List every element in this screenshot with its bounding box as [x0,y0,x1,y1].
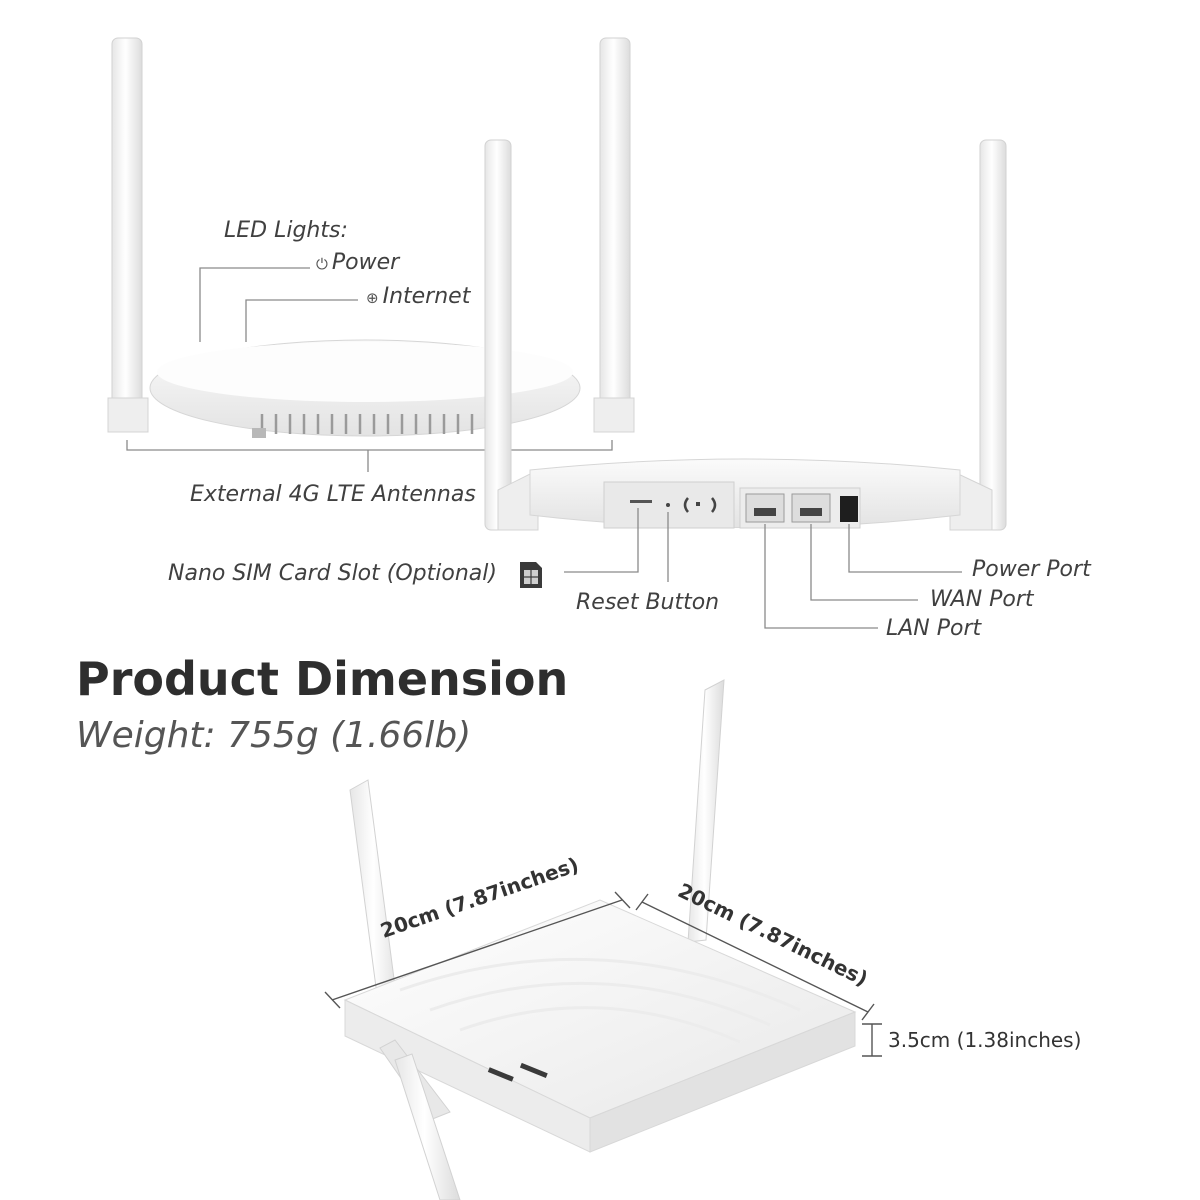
sim-slot-label: Nano SIM Card Slot (Optional) [168,561,497,586]
dimension-line-width [331,899,623,1001]
internet-led-label-group: ⊕Internet [366,286,470,308]
router-side-right [589,1011,856,1153]
reset-button-label: Reset Button [576,590,720,615]
sim-slot [630,500,652,503]
leader-line-internet [245,299,358,342]
antenna-bracket [126,440,613,451]
product-dimension-title: Product Dimension [76,652,569,706]
leader-line-lan [764,524,878,629]
reset-hole [666,503,670,507]
leader-line-power-port [848,524,962,573]
power-port-label: Power Port [972,557,1091,582]
sim-card-icon [520,562,542,588]
antenna [394,1053,461,1200]
power-led-label: Power [331,250,400,275]
leader-line-power [199,267,310,342]
weight-text: Weight: 755g (1.66lb) [76,715,472,756]
height-dimension-label: 3.5cm (1.38inches) [888,1028,1082,1052]
power-jack [840,496,858,522]
antenna [484,139,512,531]
wan-port-label: WAN Port [930,587,1034,612]
dimension-line-depth [641,901,869,1013]
leader-line-wan [810,524,918,601]
led-lights-label: LED Lights: [224,218,348,243]
router-front-view [107,37,635,438]
router-back-view [484,139,1007,531]
antenna [687,679,725,943]
antenna [111,37,143,431]
internet-led-label: Internet [382,284,471,309]
globe-icon: ⊕ [366,289,379,307]
power-icon: ⏻ [316,255,328,273]
power-led-label-group: ⏻Power [316,252,399,274]
lan-port-label: LAN Port [886,616,982,641]
antennas-label: External 4G LTE Antennas [190,482,476,507]
antenna [979,139,1007,531]
antenna [599,37,631,431]
leader-line-sim [564,508,639,573]
